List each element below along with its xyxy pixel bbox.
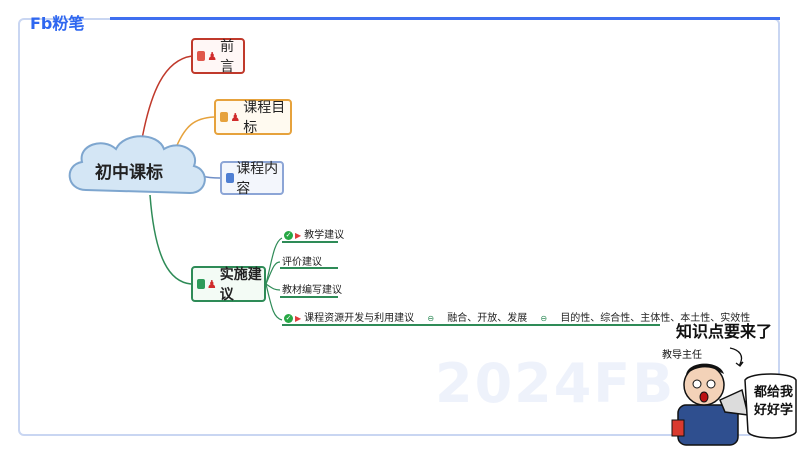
chain-connector-icon: ⊖ [540, 313, 548, 323]
badge-4-icon [197, 279, 205, 289]
flag-icon: ▶ [295, 230, 302, 240]
branch-label-preface: 前言 [220, 39, 235, 75]
branch-node-goals: ♟ 课程目标 [214, 99, 292, 136]
cartoon-title: 知识点要来了 [676, 322, 773, 341]
branch-label-content: 课程内容 [236, 161, 279, 197]
sub-item-resources: ✓▶课程资源开发与利用建议 ⊖ 融合、开放、发展 ⊖ 目的性、综合性、主体性、本… [284, 309, 750, 324]
branch-label-suggestions: 实施建议 [219, 267, 262, 303]
chain-connector-icon: ⊖ [427, 313, 435, 323]
branch-node-preface: ♟ 前言 [191, 38, 245, 75]
person-icon: ♟ [206, 277, 217, 291]
badge-3-icon [226, 173, 235, 183]
speech-line-1: 都给我 [754, 385, 794, 400]
branch-node-content: 课程内容 [220, 161, 284, 197]
connector-sub-1 [265, 237, 283, 285]
connector-root-branch4 [149, 194, 192, 285]
mindmap-root: 初中课标 [95, 163, 163, 183]
sub-item-label: 教学建议 [304, 230, 345, 241]
brand-logo: Fb粉笔 [30, 14, 85, 33]
badge-1-icon [197, 51, 206, 61]
connector-sub-3 [265, 283, 281, 291]
sub-item-label: 教材编写建议 [282, 285, 342, 296]
speech-line-2: 好好学 [754, 403, 794, 418]
sub-item-label: 课程资源开发与利用建议 [304, 313, 415, 324]
person-icon: ♟ [207, 49, 218, 63]
frame-top-bar [110, 17, 780, 20]
sub-item-label: 评价建议 [282, 257, 322, 268]
check-icon: ✓ [284, 230, 293, 240]
check-icon: ✓ [284, 313, 293, 323]
watermark: 2024FB [435, 352, 676, 415]
sub-item-textbook: 教材编写建议 [282, 281, 342, 296]
sub-item-teaching: ✓▶教学建议 [284, 226, 344, 241]
sub-item-evaluation: 评价建议 [282, 253, 322, 268]
badge-2-icon [220, 112, 229, 122]
connector-root-branch2 [174, 116, 215, 151]
branch-label-goals: 课程目标 [243, 100, 286, 136]
cartoon-speech: 都给我 好好学 [754, 384, 793, 420]
speech-bubble [744, 373, 797, 439]
resource-chain-item: 融合、开放、发展 [447, 313, 528, 324]
branch-node-suggestions: ♟ 实施建议 [191, 266, 266, 303]
flag-icon: ▶ [295, 313, 302, 323]
connector-sub-4 [265, 283, 283, 321]
cartoon-role: 教导主任 [662, 350, 702, 361]
connector-root-branch1 [139, 55, 193, 151]
person-icon: ♟ [230, 110, 241, 124]
resource-chain-item: 目的性、综合性、主体性、本土性、实效性 [560, 313, 751, 324]
cartoon-teacher [671, 347, 758, 446]
connector-sub-2 [265, 261, 281, 285]
root-cloud [68, 135, 206, 195]
